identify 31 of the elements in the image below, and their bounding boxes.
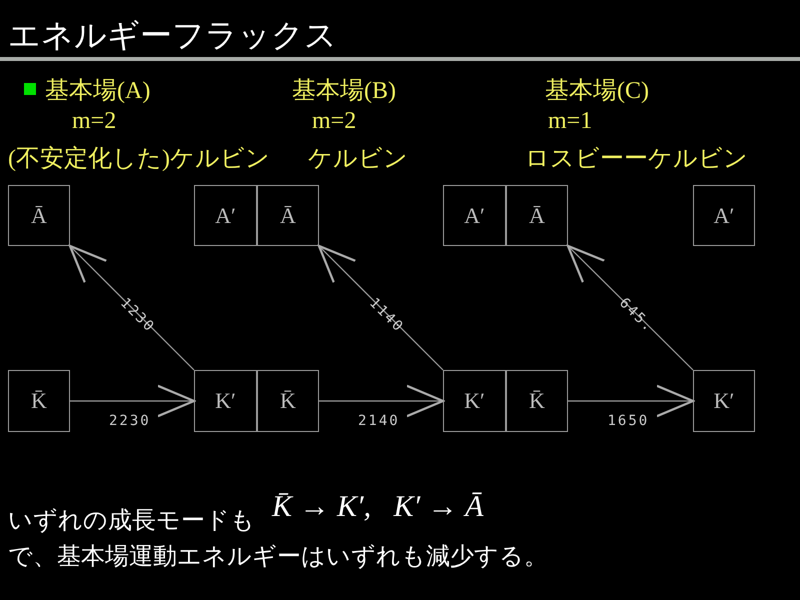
symbol-box: A′ (443, 185, 506, 246)
note-text: で、基本場運動エネルギーはいずれも減少する。 (8, 543, 548, 572)
symbol-box: Ā (506, 185, 568, 246)
arrow (566, 244, 694, 370)
arrow (319, 384, 444, 418)
symbol-box: K′ (693, 370, 755, 432)
symbol-box: Ā (257, 185, 319, 246)
heading: 基本場(C) (545, 77, 649, 106)
symbol-box: K̄ (506, 370, 568, 432)
heading: 基本場(B) (292, 77, 396, 106)
symbol-box: K′ (443, 370, 506, 432)
arrow (568, 384, 694, 418)
symbol-box: K̄ (8, 370, 70, 432)
arrow (70, 384, 196, 418)
wave-type-label: ケルビン (308, 145, 408, 174)
symbol-box: A′ (693, 185, 755, 246)
mode-label: m=2 (312, 108, 356, 135)
arrow (318, 244, 444, 370)
mode-label: m=1 (548, 108, 592, 135)
symbol-box: K̄ (257, 370, 319, 432)
symbol-box: Ā (8, 185, 70, 246)
note-text: いずれの成長モードも (8, 507, 255, 536)
title: エネルギーフラックス (8, 16, 337, 55)
symbol-box: K′ (194, 370, 257, 432)
symbol-box: A′ (194, 185, 257, 246)
wave-type-label: ロスビーーケルビン (525, 145, 748, 174)
heading: 基本場(A) (45, 77, 150, 106)
arrow (68, 244, 194, 370)
formula: K̄ → K′, K′ → Ā (272, 490, 484, 524)
mode-label: m=2 (72, 108, 116, 135)
wave-type-label: (不安定化した)ケルビン (8, 144, 270, 174)
